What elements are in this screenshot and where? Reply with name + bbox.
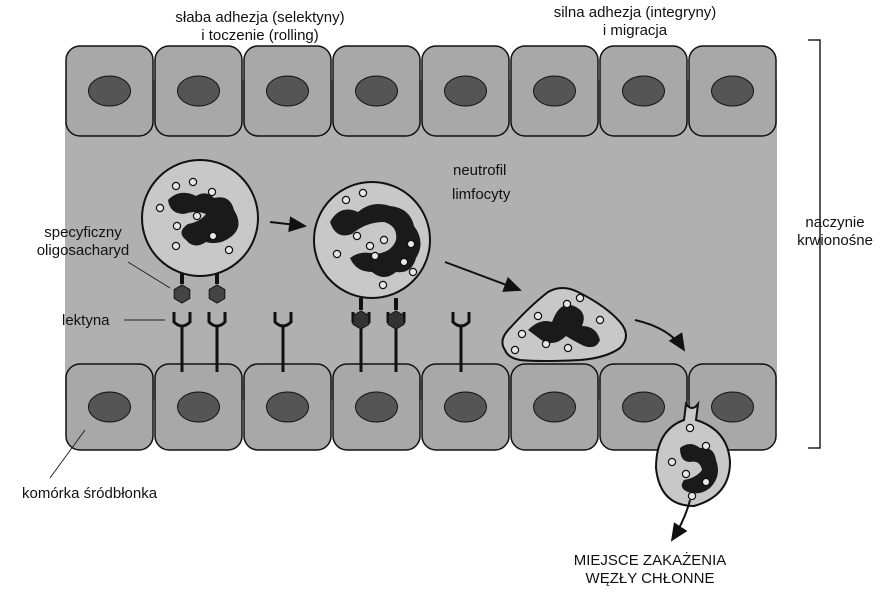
cell-nucleus bbox=[177, 75, 220, 107]
bottom-endothelium bbox=[65, 363, 777, 451]
adhesion-molecules bbox=[172, 272, 471, 372]
granule bbox=[155, 203, 165, 213]
vessel-line1: naczynie bbox=[805, 214, 865, 231]
granule bbox=[541, 339, 551, 349]
segmented-nucleus bbox=[168, 192, 239, 246]
cell-nucleus bbox=[533, 75, 576, 107]
neutrophil-label: neutrofil bbox=[453, 162, 507, 179]
granule bbox=[563, 343, 573, 353]
segmented-nucleus bbox=[330, 204, 421, 277]
granule bbox=[595, 315, 605, 325]
granule bbox=[332, 249, 342, 259]
lymphocytes-label: limfocyty bbox=[452, 186, 511, 203]
lectin-label: lektyna bbox=[62, 312, 110, 329]
lectin-receptor bbox=[273, 312, 293, 328]
infection-site-label: MIEJSCE ZAKAŻENIA bbox=[573, 552, 727, 569]
granule bbox=[562, 299, 572, 309]
granule bbox=[701, 441, 711, 451]
granule bbox=[510, 345, 520, 355]
granule bbox=[207, 187, 217, 197]
cell-nucleus bbox=[355, 391, 398, 423]
vessel-bracket bbox=[808, 39, 821, 449]
weak-adhesion-label: słaba adhezja (selektyny) i toczenie (ro… bbox=[140, 9, 380, 45]
endothelial-cell-label: komórka śródbłonka bbox=[22, 485, 158, 502]
cell-nucleus bbox=[88, 75, 131, 107]
granule bbox=[667, 457, 677, 467]
granule bbox=[378, 280, 388, 290]
leukocytes bbox=[141, 159, 732, 508]
granule bbox=[188, 177, 198, 187]
granule bbox=[399, 257, 409, 267]
granule bbox=[687, 491, 697, 501]
arrow-to-tissue bbox=[670, 499, 691, 542]
segmented-nucleus bbox=[528, 304, 600, 348]
oligosaccharide-ligand bbox=[352, 310, 370, 330]
cell-nucleus bbox=[88, 391, 131, 423]
vessel-line2: krwionośne bbox=[797, 232, 873, 249]
arrow-roll bbox=[269, 216, 307, 233]
granule bbox=[517, 329, 527, 339]
oligosaccharide-label: specyficzny oligosacharyd bbox=[18, 224, 148, 260]
granule bbox=[192, 211, 202, 221]
granule bbox=[171, 181, 181, 191]
granule bbox=[575, 293, 585, 303]
granule bbox=[533, 311, 543, 321]
oligosaccharide-line1: specyficzny bbox=[44, 224, 122, 241]
granule bbox=[408, 267, 418, 277]
granule bbox=[406, 239, 416, 249]
cell-nucleus bbox=[444, 391, 487, 423]
cell-nucleus bbox=[711, 75, 754, 107]
granule bbox=[208, 231, 218, 241]
cell-nucleus bbox=[533, 391, 576, 423]
cell-nucleus bbox=[622, 75, 665, 107]
cell-nucleus bbox=[444, 75, 487, 107]
oligosaccharide-ligand bbox=[173, 284, 191, 304]
strong-adhesion-line1: silna adhezja (integryny) bbox=[553, 4, 717, 21]
cell-nucleus bbox=[622, 391, 665, 423]
lymph-nodes-label: WĘZŁY CHŁONNE bbox=[585, 570, 715, 587]
granule bbox=[701, 477, 711, 487]
oligosaccharide-line2: oligosacharyd bbox=[36, 242, 130, 259]
vessel-label: naczynie krwionośne bbox=[780, 214, 890, 250]
oligosaccharide-leader bbox=[127, 261, 171, 289]
granule bbox=[685, 423, 695, 433]
granule bbox=[358, 188, 368, 198]
weak-adhesion-line1: słaba adhezja (selektyny) bbox=[175, 9, 345, 26]
granule bbox=[341, 195, 351, 205]
arrow-to-flattened bbox=[444, 261, 522, 292]
strong-adhesion-label: silna adhezja (integryny) i migracja bbox=[520, 4, 750, 40]
destination-label: MIEJSCE ZAKAŻENIA WĘZŁY CHŁONNE bbox=[550, 552, 750, 588]
cell-nucleus bbox=[711, 391, 754, 423]
endothelial-leader bbox=[49, 429, 86, 479]
granule bbox=[365, 241, 375, 251]
granule bbox=[370, 251, 380, 261]
granule bbox=[171, 241, 181, 251]
cell-nucleus bbox=[177, 391, 220, 423]
top-endothelium bbox=[65, 45, 777, 137]
lectin-receptor bbox=[172, 312, 192, 328]
cell-nucleus bbox=[266, 391, 309, 423]
lectin-receptor bbox=[207, 312, 227, 328]
cell-nucleus bbox=[355, 75, 398, 107]
cell-nucleus bbox=[266, 75, 309, 107]
oligosaccharide-ligand bbox=[208, 284, 226, 304]
granule bbox=[379, 235, 389, 245]
granule bbox=[352, 231, 362, 241]
lectin-receptor bbox=[451, 312, 471, 328]
granule bbox=[172, 221, 182, 231]
granule bbox=[224, 245, 234, 255]
arrow-transmigrate bbox=[634, 319, 686, 352]
weak-adhesion-line2: i toczenie (rolling) bbox=[201, 27, 319, 44]
oligosaccharide-ligand bbox=[387, 310, 405, 330]
strong-adhesion-line2: i migracja bbox=[602, 22, 668, 39]
granule bbox=[681, 469, 691, 479]
